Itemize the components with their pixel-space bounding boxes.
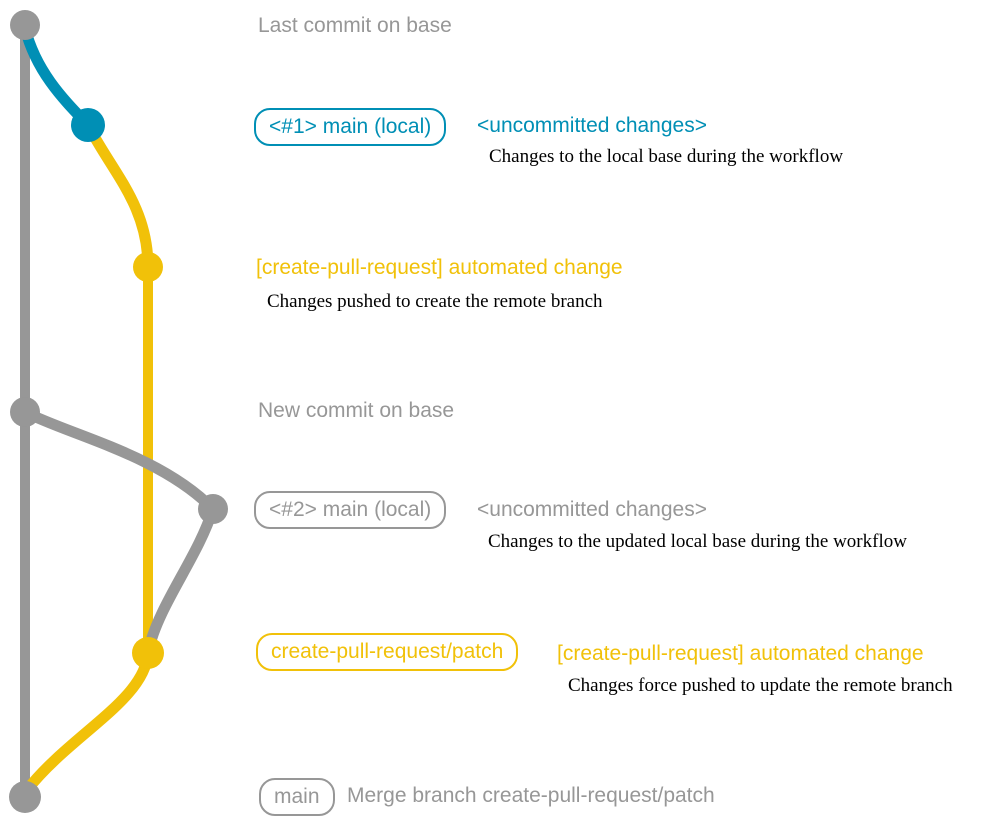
- commit-description-3: Changes to the updated local base during…: [488, 531, 907, 552]
- commit-message-automated-change-1: [create-pull-request] automated change: [256, 256, 623, 279]
- local-main-branch-2-line-in: [143, 503, 219, 654]
- commit-dot-main-local-2: [198, 494, 228, 524]
- branch-badge-create-pull-request-patch: create-pull-request/patch: [256, 633, 519, 671]
- commit-description-1: Changes to the local base during the wor…: [489, 146, 844, 167]
- pr-branch-merge-line: [21, 647, 154, 796]
- commit-message-uncommitted-2: <uncommitted changes>: [477, 498, 707, 521]
- commit-dot-main-local-1: [71, 108, 105, 142]
- branch-badge-main-local-1: <#1> main (local): [254, 108, 447, 146]
- commit-message-uncommitted-1: <uncommitted changes>: [477, 114, 707, 137]
- local-main-branch-1-line: [19, 22, 94, 131]
- commit-dot-new-base: [10, 397, 40, 427]
- commit-message-merge: Merge branch create-pull-request/patch: [347, 784, 715, 807]
- branch-badge-main-local-2: <#2> main (local): [254, 491, 447, 529]
- commit-dot-pr-2: [132, 637, 164, 669]
- pr-branch-out-line: [82, 119, 154, 273]
- commit-dot-last-base: [10, 10, 40, 40]
- commit-description-2: Changes pushed to create the remote bran…: [267, 291, 603, 312]
- note-new-commit-on-base: New commit on base: [258, 399, 455, 422]
- commit-message-automated-change-2: [create-pull-request] automated change: [557, 642, 924, 665]
- note-last-commit-on-base: Last commit on base: [258, 14, 452, 37]
- commit-dot-merge: [9, 781, 41, 813]
- commit-dot-pr-1: [133, 252, 163, 282]
- commit-description-4: Changes force pushed to update the remot…: [568, 675, 953, 696]
- local-main-branch-2-line-out: [19, 406, 219, 515]
- branch-badge-main: main: [259, 778, 335, 816]
